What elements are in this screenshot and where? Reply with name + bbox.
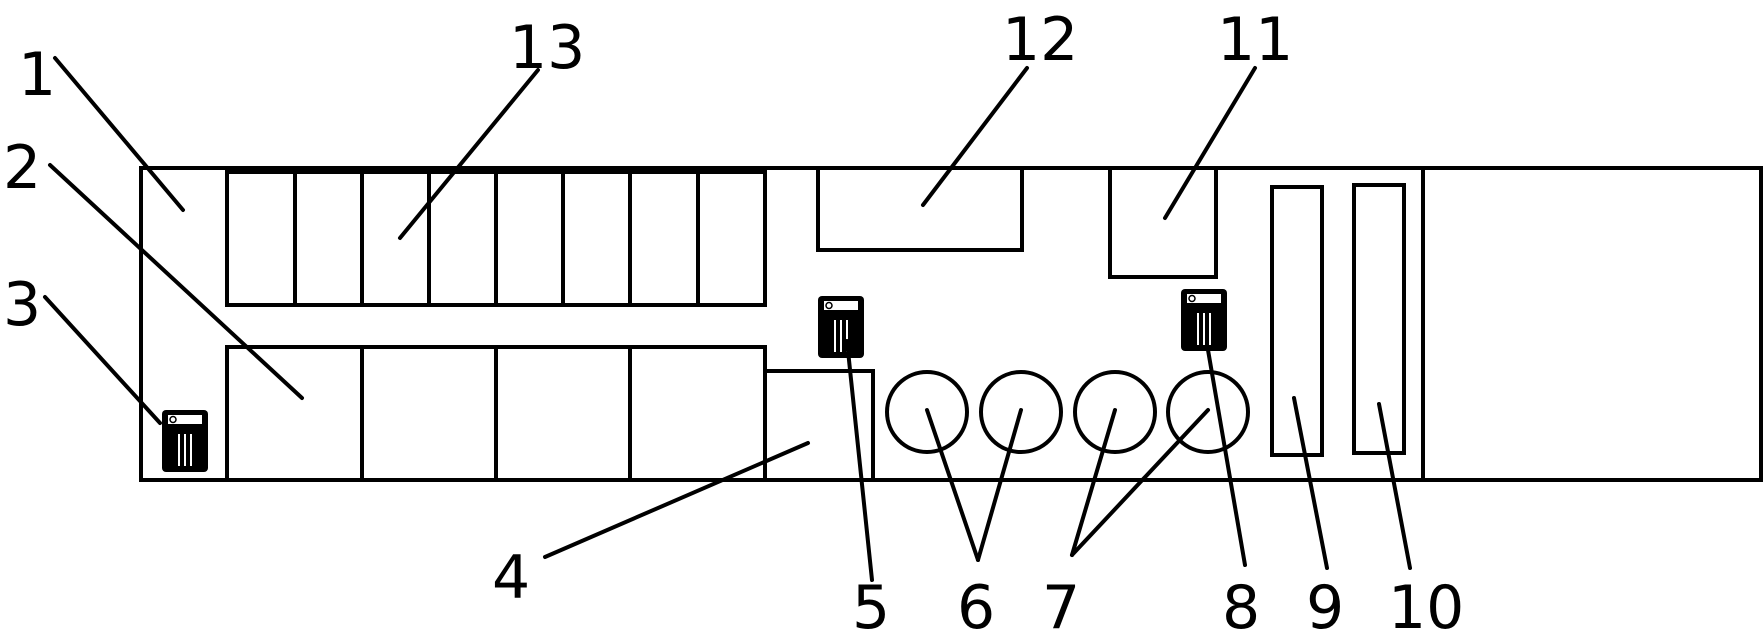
leader-2 bbox=[48, 163, 304, 400]
callout-8: 8 bbox=[1222, 573, 1260, 631]
circle-7a bbox=[1073, 370, 1157, 454]
outer-enclosure bbox=[139, 166, 1763, 482]
device-8-panel bbox=[1185, 292, 1223, 305]
top-box-12 bbox=[816, 166, 1024, 252]
callout-10: 10 bbox=[1388, 573, 1464, 631]
leader-13 bbox=[398, 68, 540, 240]
leader-9 bbox=[1292, 396, 1329, 570]
lower-cell-row bbox=[225, 345, 767, 482]
circle-6a bbox=[885, 370, 969, 454]
callout-4: 4 bbox=[492, 543, 530, 613]
top-box-11 bbox=[1108, 166, 1218, 279]
callout-1: 1 bbox=[18, 40, 56, 110]
callout-6: 6 bbox=[957, 573, 995, 631]
leader-3 bbox=[43, 295, 162, 425]
callout-3: 3 bbox=[3, 270, 41, 340]
leader-1 bbox=[53, 56, 185, 212]
slot-9 bbox=[1270, 185, 1324, 457]
device-3 bbox=[162, 410, 208, 472]
leader-4 bbox=[543, 441, 810, 559]
device-5 bbox=[818, 296, 864, 358]
device-3-indicator bbox=[169, 415, 177, 424]
device-5-indicator bbox=[825, 301, 833, 310]
callout-7: 7 bbox=[1042, 573, 1080, 631]
device-5-panel bbox=[822, 299, 860, 312]
leader-8 bbox=[1206, 348, 1247, 567]
callout-12: 12 bbox=[1002, 5, 1078, 75]
leader-7b bbox=[1070, 408, 1210, 557]
circle-6b bbox=[979, 370, 1063, 454]
device-8-indicator bbox=[1188, 294, 1196, 303]
callout-9: 9 bbox=[1306, 573, 1344, 631]
leader-6b bbox=[976, 408, 1023, 562]
callout-2: 2 bbox=[3, 133, 41, 203]
circle-7b bbox=[1166, 370, 1250, 454]
leader-12 bbox=[921, 66, 1029, 207]
callout-5: 5 bbox=[852, 573, 890, 631]
leader-7a bbox=[1070, 408, 1117, 557]
device-8 bbox=[1181, 289, 1227, 351]
callout-13: 13 bbox=[509, 13, 585, 83]
device-3-panel bbox=[166, 413, 204, 426]
callout-11: 11 bbox=[1217, 5, 1293, 75]
leader-5 bbox=[845, 339, 874, 582]
leader-10 bbox=[1377, 402, 1412, 570]
upper-cell-row bbox=[225, 170, 767, 307]
leader-11 bbox=[1163, 66, 1257, 220]
compartment-4 bbox=[763, 369, 875, 482]
slot-10 bbox=[1352, 183, 1406, 455]
leader-6a bbox=[925, 408, 980, 562]
